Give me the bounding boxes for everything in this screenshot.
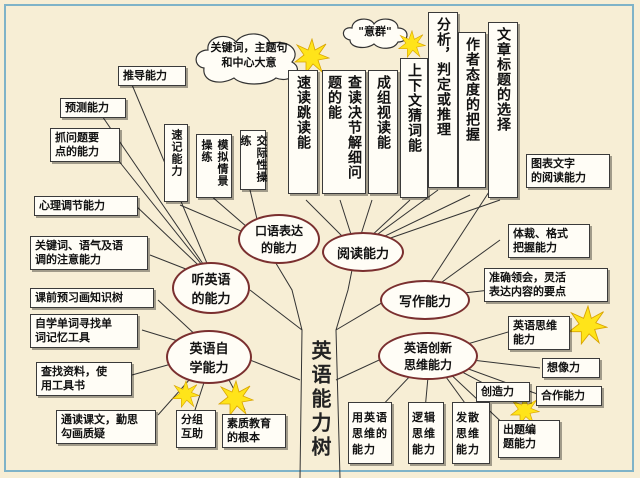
column-context-guess: 上下文猜词能 [400, 58, 428, 198]
node-writing: 写作能力 [380, 280, 470, 320]
box-group-help: 分组 互助 [176, 410, 216, 448]
box-psych-adjust: 心理调节能力 [34, 196, 138, 216]
trunk-title: 英语能力树 [308, 340, 332, 460]
cloud-keywords: 关键词，主题句 和中心大意 [210, 41, 288, 69]
box-reference: 查找资料，使 用工具书 [36, 362, 132, 396]
star-icon [510, 395, 540, 425]
column-scan-reading: 查读决节解细问题的能 [322, 70, 366, 194]
node-listening: 听英语 的能力 [172, 262, 250, 314]
column-english-thinking: 用英语思维的能力 [348, 402, 392, 464]
box-read-through: 通读课文，勤思 勾画质疑 [56, 410, 156, 444]
cloud-shape [195, 33, 298, 85]
box-express-points: 准确领会，灵活 表达内容的要点 [484, 268, 608, 302]
box-shorthand: 速记能力 [164, 124, 188, 202]
box-english-thinking: 英语思维 能力 [508, 316, 570, 350]
column-speed-reading: 速读跳读能 [288, 70, 318, 194]
star-icon [398, 30, 426, 58]
box-imagination: 想像力 [542, 358, 600, 378]
node-reading: 阅读能力 [322, 232, 404, 272]
box-deduction: 推导能力 [118, 66, 186, 86]
node-oral: 口语表达 的能力 [238, 214, 320, 264]
box-chart-reading: 图表文字 的阅读能力 [526, 154, 610, 188]
box-word-memory: 自学单词寻找单 词记忆工具 [30, 314, 138, 348]
column-logic: 逻辑思维能力 [408, 402, 444, 464]
cloud-yiqun: "意群" [358, 25, 392, 38]
box-prediction: 预测能力 [60, 98, 126, 118]
box-preview: 课前预习画知识树 [30, 288, 154, 308]
cloud-shape-yiqun [342, 18, 408, 49]
column-divergent: 发散思维能力 [452, 402, 490, 464]
column-group-reading: 成组视读能 [368, 70, 398, 194]
node-self-study: 英语自 学能力 [166, 330, 252, 384]
column-title-choice: 文章标题的选择 [488, 22, 518, 198]
box-communicative: 交际性操练 [239, 130, 268, 190]
box-simulation: 模拟情景操练 [196, 134, 232, 198]
page-frame [4, 4, 634, 472]
star-icon [172, 380, 200, 408]
column-analysis: 分析，判定或推理 [428, 12, 458, 188]
box-genre-format: 体裁、格式 把握能力 [508, 224, 590, 258]
node-creative: 英语创新 思维能力 [378, 332, 478, 380]
box-key-points: 抓问题要 点的能力 [50, 128, 120, 162]
star-icon [568, 305, 608, 345]
box-creativity: 创造力 [476, 382, 530, 402]
box-tone-attention: 关键词、语气及语 调的注意能力 [30, 236, 148, 270]
column-attitude: 作者态度的把握 [458, 32, 486, 188]
star-icon [218, 380, 254, 416]
box-cooperation: 合作能力 [536, 386, 602, 406]
star-icon [294, 38, 330, 74]
box-quality-edu: 素质教育 的根本 [222, 414, 286, 448]
box-question-design: 出题编 题能力 [498, 420, 560, 458]
